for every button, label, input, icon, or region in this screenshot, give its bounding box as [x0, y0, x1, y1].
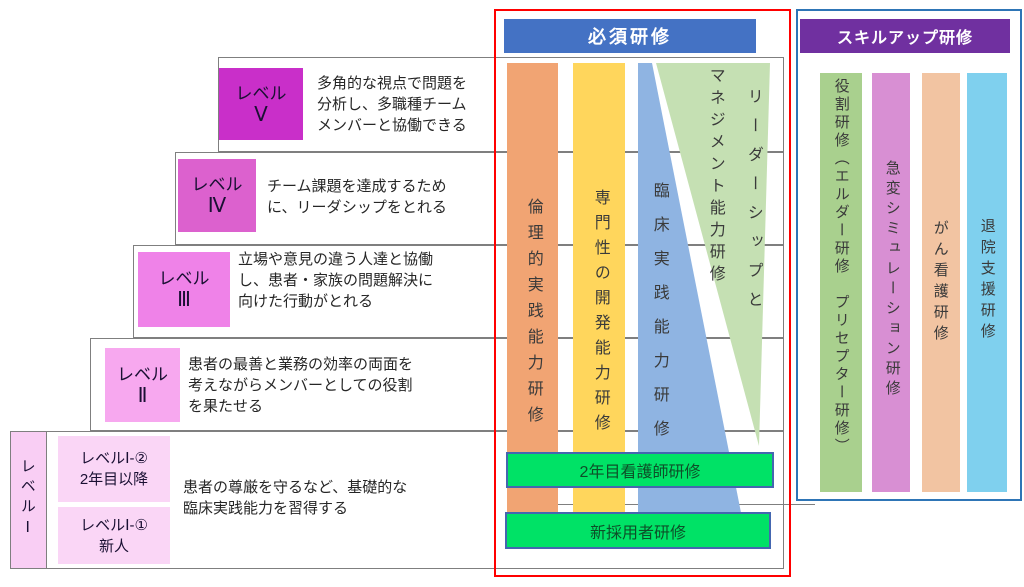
- clinical-triangle-shape: [638, 63, 748, 548]
- skillup-training-title: スキルアップ研修: [836, 30, 973, 47]
- level2-label: レベル: [117, 364, 168, 384]
- level4-description: チーム課題を達成するため に、リーダシップをとれる: [267, 178, 447, 216]
- level3-label: レベル: [158, 269, 210, 288]
- level5-description: 多角的な視点で問題を 分析し、多職種チーム メンバーと協働できる: [317, 75, 468, 134]
- level5-label: レベル: [235, 83, 287, 103]
- emergency-column-label: 急変シミュレーション研修: [883, 160, 901, 400]
- level4-numeral: Ⅳ: [207, 195, 227, 217]
- level3-numeral: Ⅲ: [177, 289, 191, 311]
- level5-box: レベル Ⅴ: [219, 68, 303, 140]
- required-training-title: 必須研修: [588, 27, 672, 47]
- level3-box: レベル Ⅲ: [138, 252, 230, 327]
- level4-label: レベル: [191, 175, 243, 194]
- level1-side-strip: [11, 432, 47, 568]
- level2-description: 患者の最善と業務の効率の両面を 考えながらメンバーとしての役割 を果たせる: [188, 356, 414, 415]
- leadership-column-label-line2: マネジメント能力研修: [706, 67, 724, 287]
- cancer-column-label: がん看護研修: [931, 220, 949, 346]
- role-column-label: 役割研修（エルダー研修 プリセプター研修）: [832, 78, 850, 456]
- level1-1-box: レベルⅠ-① 新人: [58, 507, 170, 564]
- required-training-frame: [494, 9, 791, 577]
- new-hire-training-label: 新採用者研修: [589, 524, 686, 542]
- new-hire-training-bar: 新採用者研修: [505, 512, 771, 549]
- level1-side-label: レベルⅠ: [18, 458, 36, 541]
- required-training-header: 必須研修: [504, 19, 756, 53]
- level5-numeral: Ⅴ: [254, 103, 268, 126]
- leadership-column-label-line1: リーダーシップと: [744, 88, 762, 320]
- professional-column-label: 専門性の開発能力研修: [591, 189, 609, 439]
- discharge-column-label: 退院支援研修: [978, 218, 996, 344]
- second-year-training-bar: 2年目看護師研修: [506, 452, 774, 488]
- level4-box: レベル Ⅳ: [178, 159, 256, 232]
- skillup-training-header: スキルアップ研修: [800, 19, 1010, 53]
- level2-numeral: Ⅱ: [137, 384, 148, 407]
- level2-box: レベル Ⅱ: [105, 348, 180, 422]
- second-year-training-label: 2年目看護師研修: [579, 464, 701, 481]
- leadership-triangle-shape: [656, 63, 770, 446]
- skillup-training-frame: [796, 9, 1022, 501]
- ethics-column-label: 倫理的実践能力研修: [524, 198, 542, 432]
- level1-2-box: レベルⅠ-② 2年目以降: [58, 436, 170, 502]
- level3-description: 立場や意見の違う人達と協働 し、患者・家族の問題解決に 向けた行動がとれる: [238, 251, 434, 310]
- clinical-column-label: 臨床実践能力研修: [650, 182, 668, 454]
- level1-description: 患者の尊厳を守るなど、基礎的な 臨床実践能力を習得する: [183, 479, 408, 517]
